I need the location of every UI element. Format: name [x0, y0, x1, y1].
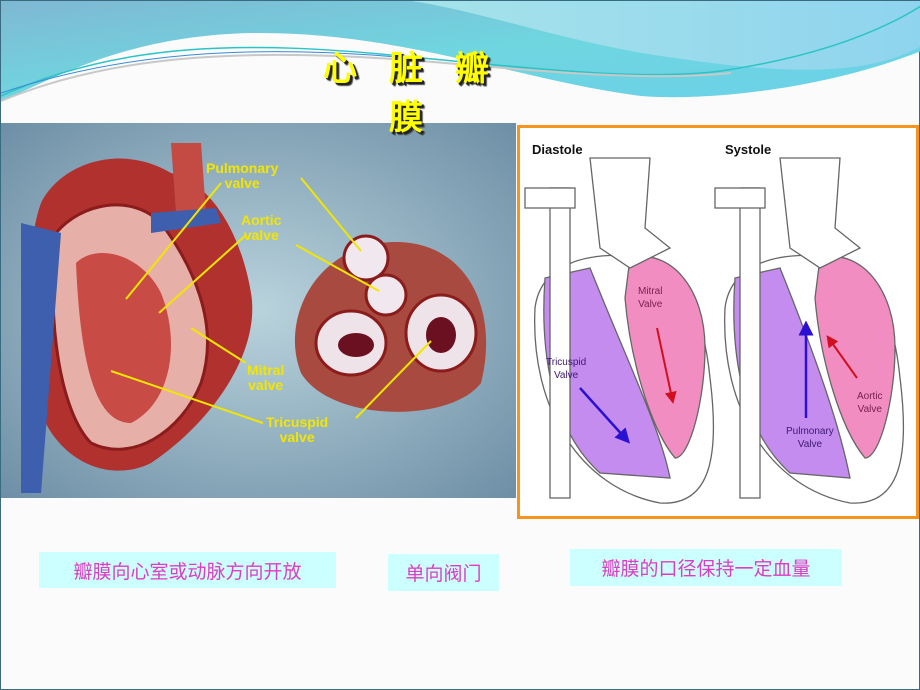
label-text: Tricuspid: [266, 414, 329, 430]
label-text: Pulmonary: [786, 426, 834, 437]
label-tricuspid-valve: Tricuspid valve: [266, 415, 328, 445]
label-text: Tricuspid: [546, 357, 587, 368]
label-text: valve: [224, 175, 260, 191]
systole-title: Systole: [725, 142, 772, 157]
note-valve-caliber: 瓣膜的口径保持一定血量: [570, 549, 842, 586]
label-text: Valve: [797, 439, 823, 450]
diastole-heart: [524, 157, 715, 504]
header-wave-background: [1, 1, 920, 102]
systole-heart: [714, 157, 905, 504]
label-pulmonary-valve: Pulmonary valve: [206, 161, 278, 191]
label-aortic-valve: Aortic valve: [241, 213, 281, 243]
label-text: Pulmonary: [206, 160, 279, 176]
label-aortic: Aortic Valve: [857, 390, 883, 416]
label-mitral-valve: Mitral valve: [247, 363, 284, 393]
heart-valves-illustration: Pulmonary valve Aortic valve Mitral valv…: [1, 123, 516, 498]
label-text: valve: [248, 377, 284, 393]
label-text: Valve: [638, 299, 663, 310]
diastole-title: Diastole: [532, 142, 583, 157]
label-tricuspid: Tricuspid Valve: [546, 356, 586, 382]
label-text: Valve: [553, 370, 579, 381]
label-text: Mitral: [638, 286, 663, 297]
label-text: valve: [243, 227, 279, 243]
slide-title: 心 脏 瓣 膜: [323, 49, 499, 138]
diastole-systole-diagram: Diastole Systole Mitral Valve Tricuspid …: [517, 125, 919, 519]
label-text: valve: [279, 429, 315, 445]
note-valves-open-direction: 瓣膜向心室或动脉方向开放: [39, 552, 336, 588]
label-pulmonary: Pulmonary Valve: [786, 425, 834, 451]
label-text: Aortic: [857, 391, 883, 402]
label-text: Aortic: [241, 212, 282, 228]
label-mitral: Mitral Valve: [638, 285, 662, 311]
label-text: Mitral: [247, 362, 285, 378]
note-one-way-valve: 单向阀门: [388, 554, 499, 591]
label-text: Valve: [857, 404, 882, 415]
